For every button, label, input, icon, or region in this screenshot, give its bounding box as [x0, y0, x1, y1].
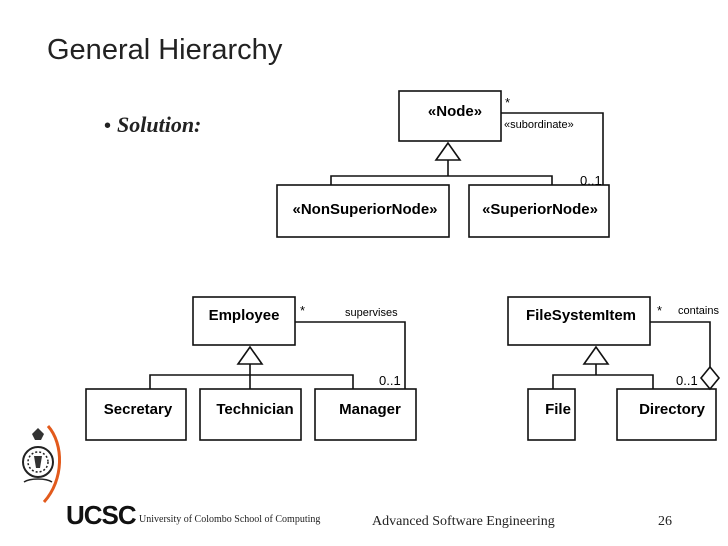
directory-class-name: Directory	[639, 401, 706, 418]
bullet-text: Solution:	[117, 112, 202, 137]
bullet-dot: •	[104, 115, 112, 137]
nonsuperior-class-box	[276, 184, 450, 238]
multiplicity-many: *	[505, 95, 510, 110]
employee-class-name: Employee	[209, 307, 280, 324]
superior-class-box	[468, 184, 610, 238]
multiplicity-one: 0..1	[676, 373, 698, 388]
directory-class-box	[616, 388, 717, 441]
nonsuperior-class-name: «NonSuperiorNode»	[292, 201, 437, 218]
slide-title: General Hierarchy	[47, 34, 283, 66]
footer-organization: University of Colombo School of Computin…	[139, 514, 321, 525]
manager-class-name: Manager	[339, 401, 401, 418]
bullet-item: •Solution:	[104, 112, 201, 138]
generalization-triangle	[236, 345, 264, 365]
multiplicity-one: 0..1	[379, 373, 401, 388]
aggregation-diamond	[699, 365, 721, 391]
node-class-name: «Node»	[428, 103, 482, 120]
association-label: contains	[678, 305, 719, 317]
secretary-class-box	[85, 388, 187, 441]
multiplicity-one: 0..1	[580, 173, 602, 188]
file-class-name: File	[545, 401, 571, 418]
contains-association-line	[650, 321, 711, 367]
ucsc-logo-text: UCSC	[66, 500, 137, 530]
ucsc-crest-logo	[22, 425, 61, 504]
file-class-box	[527, 388, 576, 441]
technician-class-name: Technician	[216, 401, 293, 418]
association-label: «subordinate»	[504, 119, 574, 131]
footer-course-title: Advanced Software Engineering	[372, 514, 555, 529]
superior-class-name: «SuperiorNode»	[482, 201, 598, 218]
page-number: 26	[658, 514, 672, 529]
filesystemitem-class-name: FileSystemItem	[526, 307, 636, 324]
filesystemitem-class-box	[507, 296, 651, 346]
multiplicity-many: *	[657, 303, 662, 318]
employee-class-box	[192, 296, 296, 346]
multiplicity-many: *	[300, 303, 305, 318]
generalization-triangle	[434, 141, 462, 161]
association-label: supervises	[345, 307, 398, 319]
node-class-box	[398, 90, 502, 142]
generalization-triangle	[582, 345, 610, 365]
secretary-class-name: Secretary	[104, 401, 173, 418]
supervises-association-line	[295, 321, 406, 389]
subordinate-association-line	[501, 112, 604, 185]
manager-class-box	[314, 388, 417, 441]
